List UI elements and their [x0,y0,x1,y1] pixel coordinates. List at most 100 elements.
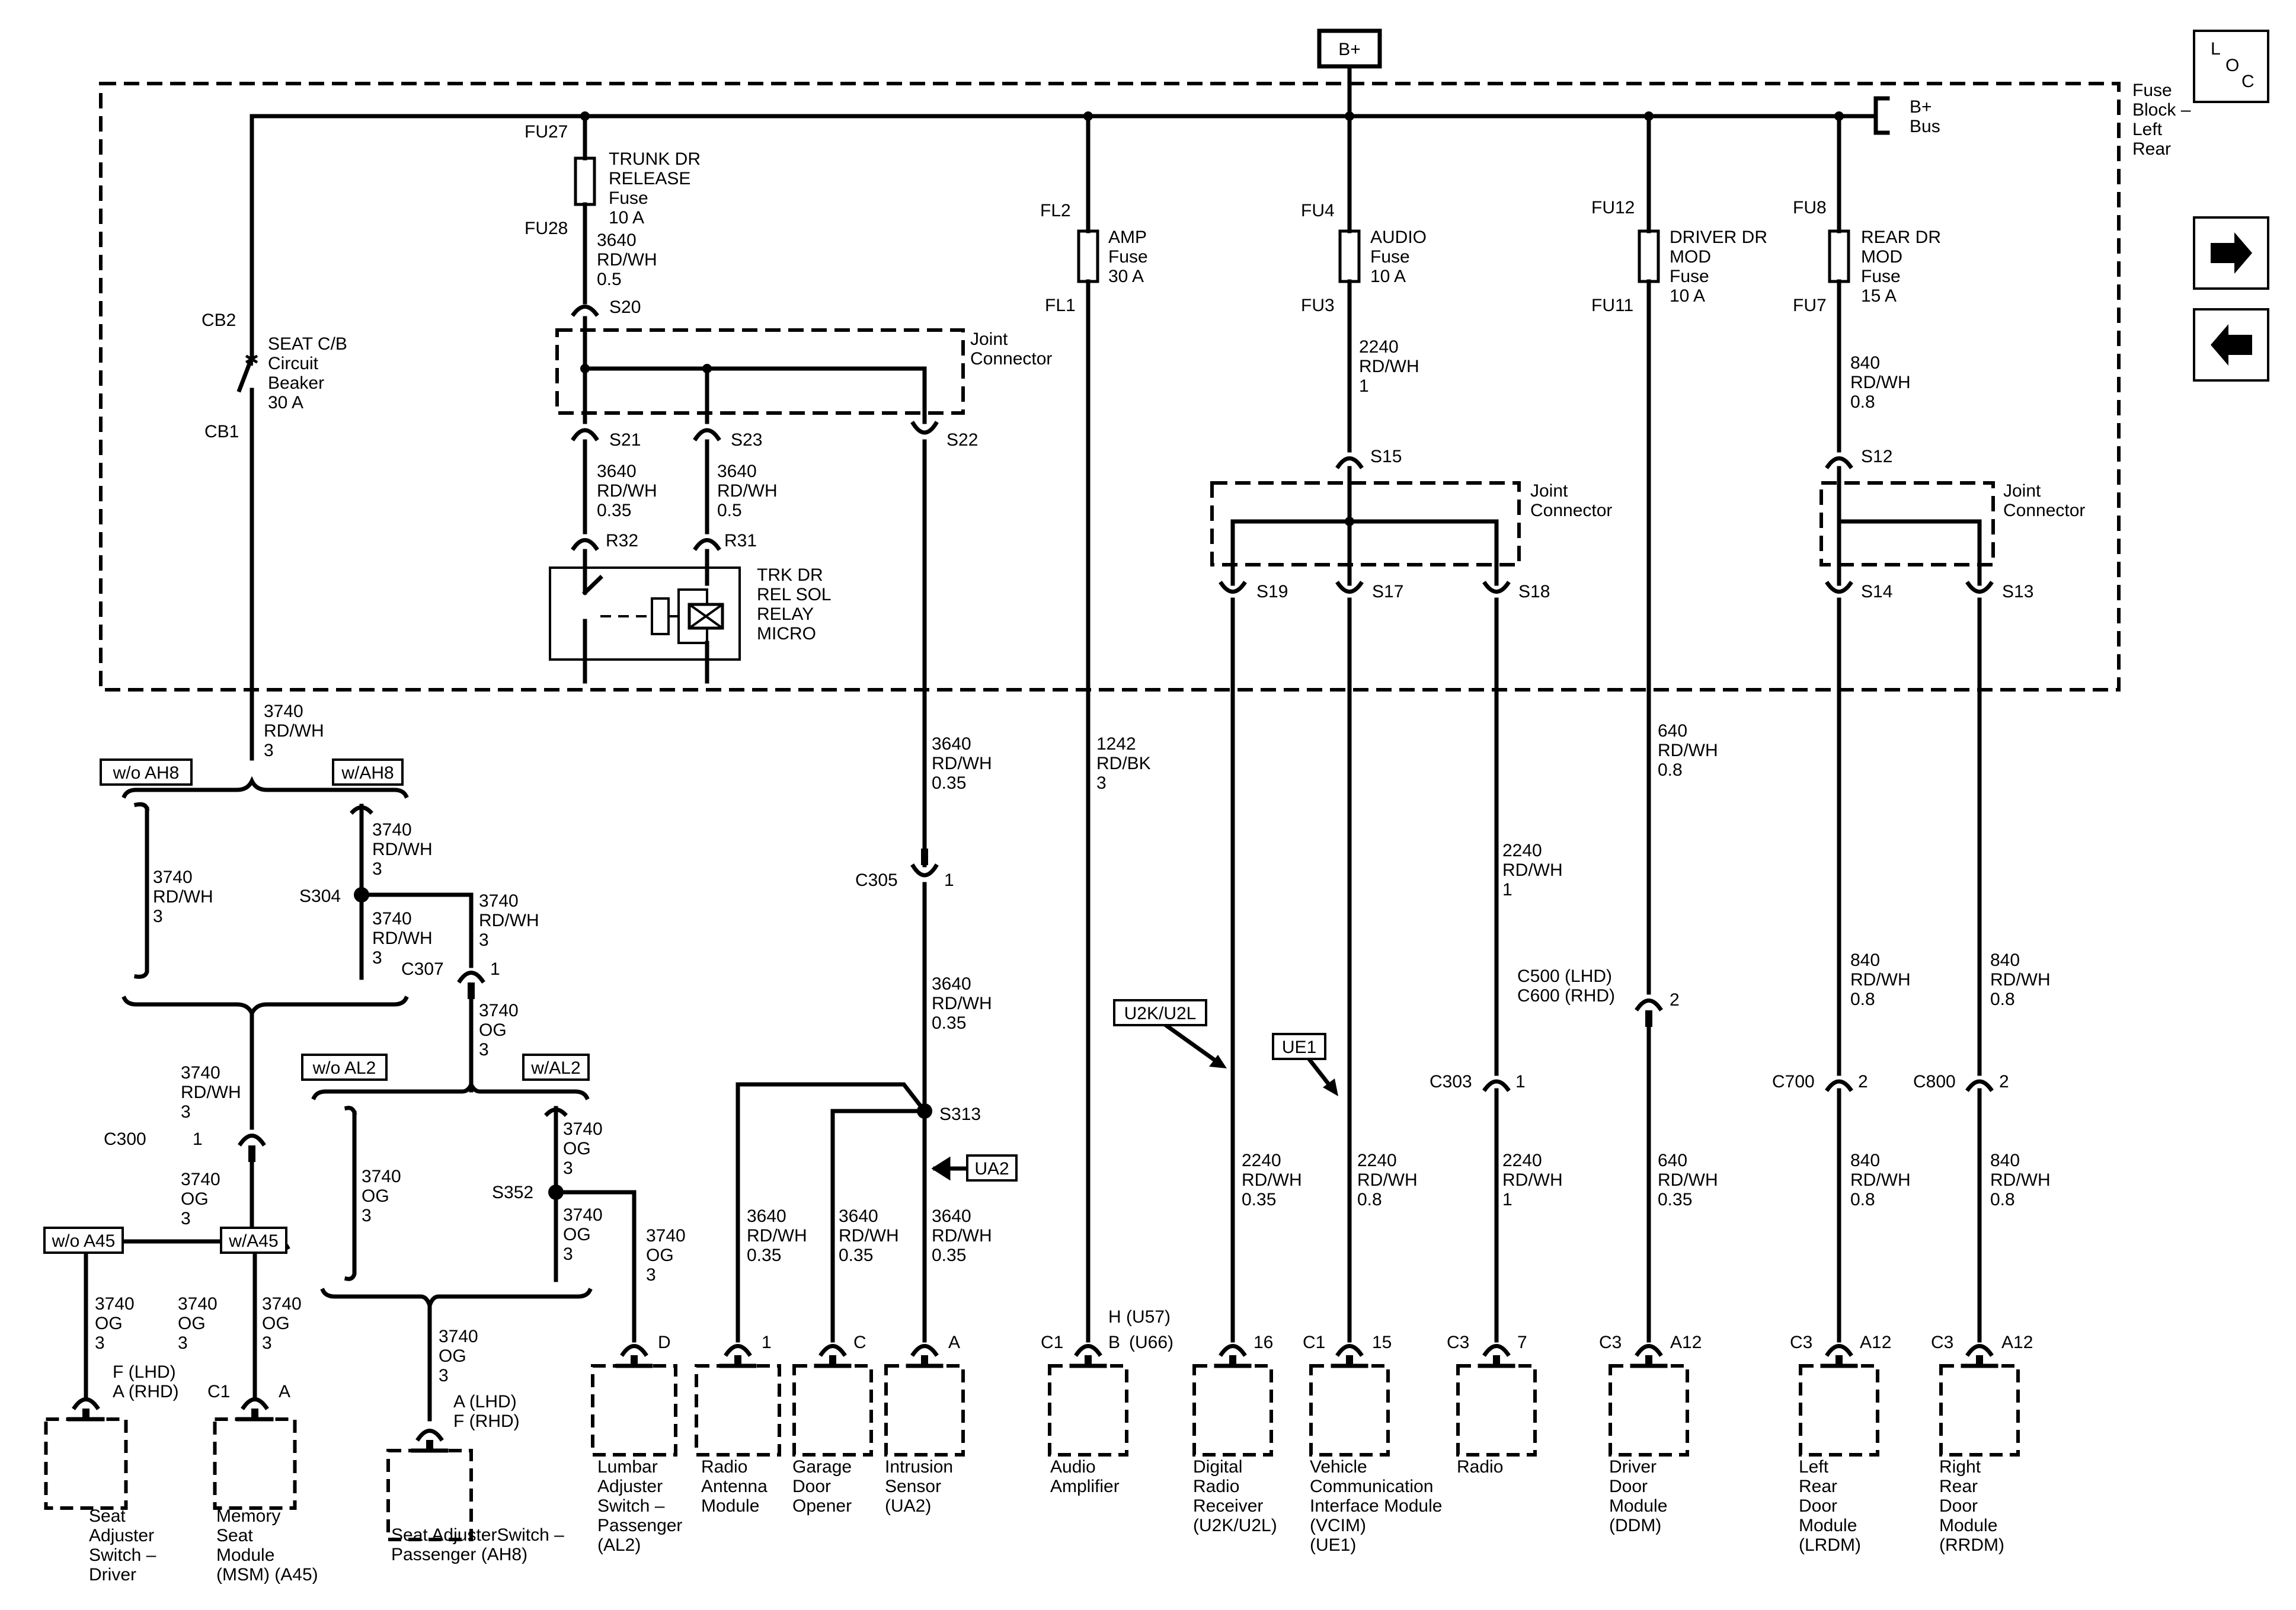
connector-c307-pin: 1 [490,959,500,979]
connector-garage-pin [829,1355,836,1366]
fuse-fu8-top-label: FU8 [1793,198,1827,217]
module-rrdm-box [1939,1364,2020,1457]
connector-drr-arc [1219,1344,1247,1357]
connector-vcim-pin [1346,1355,1353,1366]
terminal-s18-label: S18 [1518,582,1550,601]
fuse-fu12-bottom-label: FU11 [1591,296,1633,315]
connector-radio-pin [1493,1355,1500,1366]
fuse-fu8-bottom-label: FU7 [1793,296,1827,315]
option-wo-a45-box [43,1227,124,1254]
connector-ddm-arc [1635,1344,1663,1357]
pin-vcim-connector: C1 [1303,1333,1325,1352]
option-ue1-box [1272,1033,1326,1060]
splice-s304-label: S304 [299,886,341,906]
option-w-a45-box [220,1227,287,1254]
bus-label: B+Bus [1910,97,1940,136]
terminal-r32-label: R32 [606,531,638,550]
pin-radio: 7 [1517,1333,1527,1352]
connector-lumbar-arc [620,1344,648,1357]
option-wo-a45: w/o A45 [52,1231,116,1251]
terminal-s23-label: S23 [731,430,762,450]
connector-amp-pin [1085,1355,1092,1366]
splice-s313-label: S313 [939,1105,981,1124]
connector-lrdm-pin [1835,1355,1843,1366]
option-wo-ah8-box [100,758,193,786]
module-msm-box [213,1417,297,1510]
module-garage-box [792,1364,873,1457]
pin-msm-connector: C1 [207,1382,230,1401]
terminal-s22-label: S22 [946,430,978,450]
option-w-ah8: w/AH8 [341,763,394,783]
fuse-fl2-top-label: FL2 [1040,201,1071,220]
option-w-al2-box [522,1054,590,1081]
connector-seat_driver-arc [72,1397,100,1410]
connector-vcim-arc [1335,1344,1364,1357]
pin-amp-alt: H (U57) [1108,1307,1171,1327]
loc-button[interactable]: L O C [2193,30,2269,103]
connector-c500-label: C500 (LHD)C600 (RHD) [1517,966,1615,1006]
pin-vcim: 15 [1372,1333,1392,1352]
svg-text:✱: ✱ [244,350,259,370]
arrow-right-icon [2211,232,2252,274]
pin-msm: A [279,1382,290,1401]
option-u2k-u2l: U2K/U2L [1124,1004,1197,1023]
connector-amp-arc [1074,1344,1102,1357]
fuse-fu4-top-label: FU4 [1301,201,1335,220]
connector-drr-pin [1229,1355,1236,1366]
pin-rrdm-connector: C3 [1931,1333,1953,1352]
connector-seat_driver-pin [82,1409,89,1419]
terminal-r31-label: R31 [724,531,757,550]
module-seat-pass-label: Seat AdjusterSwitch –Passenger (AH8) [391,1525,564,1564]
terminal-s13-label: S13 [2002,582,2033,601]
option-w-ah8-box [332,758,404,786]
pin-radio-antenna: 1 [762,1333,772,1352]
connector-intrusion-pin [921,1355,928,1366]
connector-c303-label: C303 [1430,1072,1472,1092]
pin-lrdm-connector: C3 [1790,1333,1812,1352]
fuse-fu27-top-label: FU27 [525,122,568,142]
module-ddm-box [1609,1364,1689,1457]
next-page-button[interactable] [2193,216,2269,290]
breaker-top-label: CB2 [202,311,236,330]
pin-garage: C [853,1333,866,1352]
pin-lumbar: D [658,1333,671,1352]
breaker-bottom-label: CB1 [204,422,239,441]
connector-msm-pin [251,1409,258,1419]
module-amp-box [1048,1364,1128,1457]
module-radio-ant-box [695,1364,781,1457]
terminal-s15-label: S15 [1370,447,1402,466]
prev-page-button[interactable] [2193,308,2269,382]
